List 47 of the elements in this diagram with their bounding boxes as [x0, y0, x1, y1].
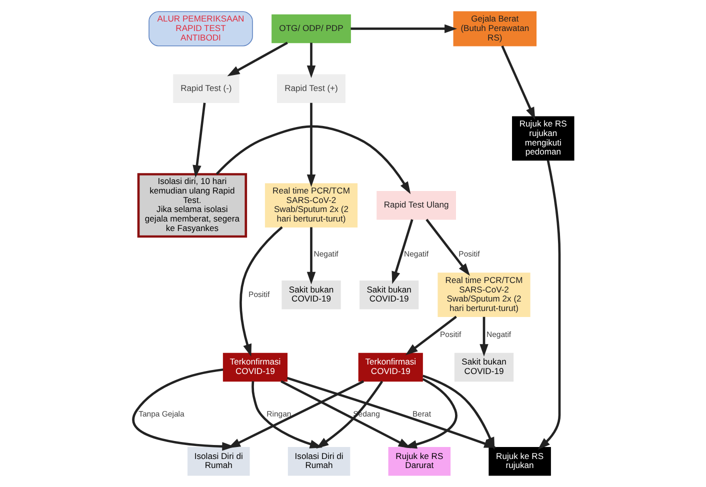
node-box: Terkonfirmasi COVID-19	[222, 352, 288, 382]
edge-label: Berat	[412, 409, 431, 418]
arrow	[226, 42, 288, 76]
arrow	[404, 378, 457, 449]
edge-label: Positif	[439, 330, 461, 339]
arrow	[280, 380, 410, 448]
edge-label: Negatif	[313, 250, 338, 259]
edge-label: Positif	[458, 250, 480, 259]
node-box: Gejala Berat (Butuh Perawatan RS)	[452, 11, 536, 46]
node-box: Sakit bukan COVID-19	[359, 280, 418, 310]
arrow	[316, 380, 383, 449]
node-box: Isolasi Diri di Rumah	[187, 447, 250, 476]
edge-label: Positif	[248, 290, 270, 299]
node-box: Rapid Test (-)	[172, 74, 239, 104]
arrow	[422, 374, 494, 450]
arrow	[537, 160, 560, 450]
node-box: ALUR PEMERIKSAAN RAPID TEST ANTIBODI	[148, 11, 252, 46]
node-box: Sakit bukan COVID-19	[281, 280, 340, 310]
node-box: Rujuk ke RS rujukan mengikuti pedoman	[512, 116, 574, 161]
arrow	[306, 102, 316, 187]
arrow	[251, 381, 322, 448]
arrow	[404, 316, 456, 356]
edge-label: Negatif	[404, 250, 428, 259]
node-box: Sakit bukan COVID-19	[454, 352, 514, 382]
edge-label: Ringan	[266, 409, 291, 418]
arrow	[192, 102, 206, 178]
node-box: Real time PCR/TCM SARS-CoV-2 Swab/Sputum 2x (2 hari berturut-turut)	[437, 272, 530, 318]
node-box: Real time PCR/TCM SARS-CoV-2 Swab/Sputum 2x (2 hari berturut-turut)	[264, 183, 358, 228]
arrow	[479, 316, 488, 357]
node-box: Rujuk ke RS rujukan	[488, 447, 550, 476]
arrow	[425, 218, 470, 276]
node-box: OTG/ ODP/ PDP	[271, 14, 350, 44]
arrow	[239, 226, 282, 357]
arrow	[306, 227, 316, 284]
node-box: Rapid Test Ulang	[376, 190, 456, 220]
node-box: Rujuk ke RS Darurat	[388, 447, 450, 476]
node-box: Isolasi Diri di Rumah	[287, 447, 350, 476]
arrow	[350, 24, 457, 34]
arrow	[391, 219, 413, 284]
node-box: Rapid Test (+)	[276, 74, 345, 104]
arrow	[500, 45, 535, 120]
arrow	[215, 125, 410, 194]
arrow	[306, 42, 316, 78]
node-box: Terkonfirmasi COVID-19	[358, 352, 422, 382]
edge-label: Negatif	[486, 330, 511, 339]
edge-label: Tanpa Gejala	[138, 409, 184, 418]
node-box: Isolasi diri, 10 hari kemudian ulang Rapid Test. Jika selama isolasi gejala memberat, segera ke Fasyankes	[136, 173, 247, 238]
